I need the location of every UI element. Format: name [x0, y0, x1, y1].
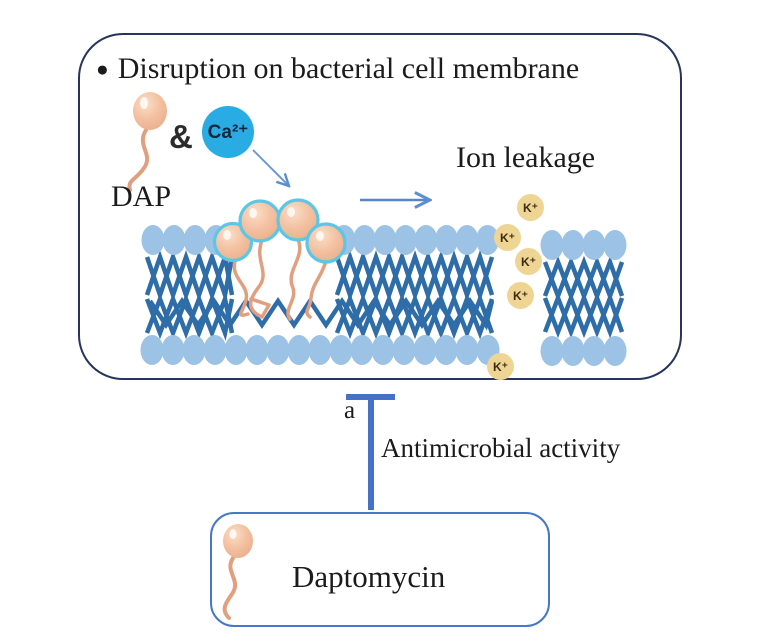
lipid-head — [582, 336, 606, 366]
lipid-head — [392, 335, 416, 365]
lipid-heads — [140, 225, 627, 366]
inhibition-tbar-line — [368, 394, 374, 510]
k-ion: K⁺ — [517, 194, 544, 221]
k-ion-label: K⁺ — [500, 230, 515, 245]
k-ion: K⁺ — [494, 224, 521, 251]
dap-label: DAP — [111, 180, 172, 213]
daptomycin-icon — [222, 524, 253, 620]
lipid-head — [434, 335, 458, 365]
dap-calcium-complex-icon — [212, 198, 347, 321]
lipid-head — [224, 335, 248, 365]
daptomycin-panel — [210, 512, 550, 627]
lipid-head — [540, 230, 564, 260]
binding-arrow — [252, 149, 288, 185]
lipid-head — [350, 335, 374, 365]
k-ion-label: K⁺ — [523, 200, 538, 215]
lipid-head — [413, 335, 437, 365]
lipid-head — [373, 225, 397, 255]
lipid-head — [561, 336, 585, 366]
lipid-head — [371, 335, 395, 365]
lipid-head — [353, 225, 376, 255]
lipid-head — [141, 225, 165, 255]
panel-title-text: Disruption on bacterial cell membrane — [117, 52, 580, 85]
lipid-head — [183, 225, 207, 255]
lipid-head — [161, 335, 185, 365]
lipid-head — [603, 336, 627, 366]
k-ion-label: K⁺ — [521, 254, 536, 269]
k-ion: K⁺ — [487, 353, 514, 380]
lipid-head — [203, 335, 227, 365]
dap-molecule-icon — [127, 92, 167, 192]
lipid-head — [561, 230, 585, 260]
lipid-head — [308, 335, 332, 365]
lipid-head — [182, 335, 206, 365]
ion-leakage-label: Ion leakage — [456, 141, 596, 174]
lipid-head — [245, 335, 269, 365]
lipid-head — [540, 336, 564, 366]
lipid-head — [435, 225, 458, 255]
lipid-head — [394, 225, 417, 255]
daptomycin-label: Daptomycin — [292, 559, 446, 594]
bullet-icon: ● — [96, 56, 109, 81]
calcium-ion: Ca²⁺ — [202, 106, 254, 158]
calcium-label: Ca²⁺ — [207, 121, 249, 143]
lipid-head — [162, 225, 186, 255]
lipid-tails — [144, 248, 625, 342]
pathway-marker-a: a — [344, 397, 356, 424]
lipid-head — [287, 335, 311, 365]
ampersand: & — [169, 118, 193, 155]
lipid-head — [140, 335, 164, 365]
antimicrobial-activity-label: Antimicrobial activity — [381, 433, 621, 463]
lipid-head — [455, 335, 479, 365]
lipid-head — [582, 230, 606, 260]
lipid-head — [455, 225, 479, 255]
lipid-head — [603, 230, 627, 260]
k-ion-label: K⁺ — [493, 359, 508, 374]
lipid-head — [476, 225, 499, 255]
k-ion: K⁺ — [507, 282, 534, 309]
lipid-head — [329, 335, 353, 365]
panel-title: ● Disruption on bacterial cell membrane — [96, 52, 579, 86]
k-ion-label: K⁺ — [513, 288, 528, 303]
lipid-head — [414, 225, 438, 255]
lipid-head — [266, 335, 290, 365]
k-ion: K⁺ — [515, 248, 542, 275]
